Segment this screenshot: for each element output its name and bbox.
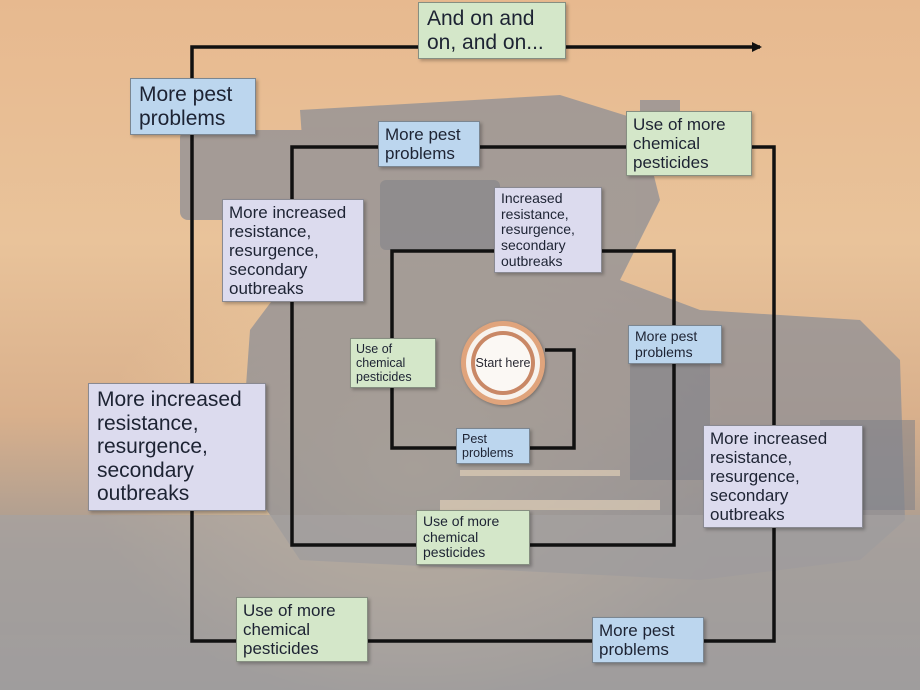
label-more-increased-resistance-right: More increased resistance, resurgence, s… [703, 425, 863, 529]
label-pest-problems-inner: Pest problems [456, 428, 530, 464]
start-here-label: Start here [475, 335, 531, 391]
label-more-pest-problems-bottom-right: More pest problems [592, 617, 704, 664]
label-more-increased-resistance-left-outer: More increased resistance, resurgence, s… [88, 383, 266, 511]
label-use-more-chemical-bottom-left: Use of more chemical pesticides [236, 597, 368, 663]
label-use-chemical-pesticides-inner: Use of chemical pesticides [350, 338, 436, 388]
label-more-pest-problems-mid-right: More pest problems [628, 325, 722, 365]
label-increased-resistance-top: Increased resistance, resurgence, second… [494, 187, 602, 274]
start-here-circle: Start here [461, 321, 545, 405]
label-more-increased-resistance-left-mid: More increased resistance, resurgence, s… [222, 199, 364, 303]
label-more-pest-problems-top-mid: More pest problems [378, 121, 480, 168]
label-use-more-chemical-top-right: Use of more chemical pesticides [626, 111, 752, 177]
label-and-on: And on and on, and on... [418, 2, 566, 60]
label-more-pest-problems-top-left: More pest problems [130, 78, 256, 136]
label-use-more-chemical-bottom-mid: Use of more chemical pesticides [416, 510, 530, 566]
